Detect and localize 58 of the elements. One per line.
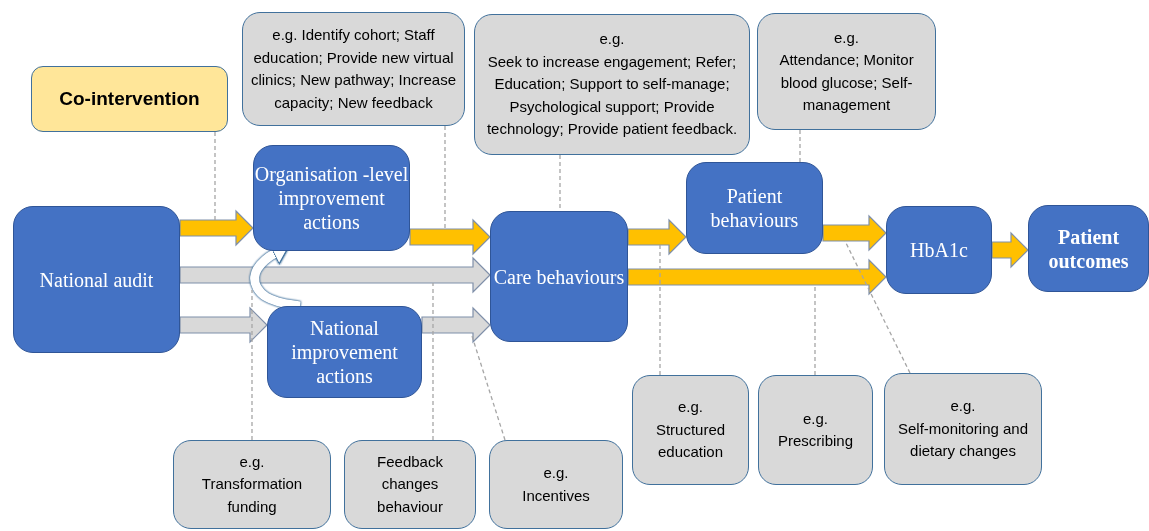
process-box: [267, 306, 422, 398]
node-label: e.g. Identify cohort; Staff education; Provide new virtual clinics; New pathway; Increase capacity; New feedback: [249, 25, 458, 113]
node-label: Structured education: [654, 419, 727, 463]
node-label: Patient behaviours: [709, 184, 800, 232]
node-label: Prescribing: [778, 431, 853, 451]
node-label: e.g.: [239, 451, 265, 472]
process-box: [1028, 205, 1149, 292]
node-label: Organisation -level improvement actions: [254, 162, 409, 234]
node-label: Self-monitoring and dietary changes: [896, 418, 1030, 462]
example-note: [758, 375, 873, 485]
example-note: [757, 13, 936, 130]
block-arrow: [179, 306, 268, 344]
leader-line: [799, 129, 801, 163]
node-label: Care behaviours: [493, 264, 625, 289]
highlight-box: [31, 66, 228, 132]
example-note: [632, 375, 749, 485]
leader-line: [251, 289, 253, 441]
leader-line: [444, 125, 446, 230]
block-arrow: [421, 306, 491, 344]
block-arrow: [822, 214, 887, 252]
process-box: [686, 162, 823, 254]
block-arrow: [627, 218, 687, 256]
node-label: Incentives: [522, 485, 590, 506]
node-label: Patient outcomes: [1047, 224, 1130, 273]
node-label: e.g.: [599, 29, 625, 50]
node-label: Attendance; Monitor blood glucose; Self-management: [778, 50, 915, 115]
example-note: [884, 373, 1042, 485]
node-label: e.g.: [834, 27, 859, 48]
example-note: [489, 440, 623, 529]
example-note: [242, 12, 465, 126]
node-label: e.g.: [803, 408, 828, 429]
leader-line: [471, 335, 506, 441]
leader-line: [814, 284, 816, 376]
example-note: [474, 14, 750, 155]
block-arrow: [179, 256, 491, 294]
leader-line: [214, 131, 216, 221]
example-note: [173, 440, 331, 529]
process-box: [13, 206, 180, 353]
node-label: e.g.: [543, 463, 569, 483]
leader-line: [432, 282, 434, 441]
node-label: e.g.: [678, 397, 703, 418]
process-box: [886, 206, 992, 294]
node-label: HbA1c: [910, 238, 968, 262]
block-arrow: [991, 231, 1029, 269]
node-label: Co-intervention: [59, 88, 200, 110]
node-label: Seek to increase engagement; Refer; Education; Support to self-manage; Psychological support; Provide technology; Provide patient feedback.: [485, 51, 739, 140]
block-arrow: [179, 209, 254, 247]
node-label: National improvement actions: [290, 316, 399, 388]
block-arrow: [627, 258, 887, 296]
node-label: National audit: [39, 267, 154, 292]
leader-line: [659, 244, 661, 376]
block-arrow: [409, 218, 491, 256]
example-note: [344, 440, 476, 529]
node-label: e.g.: [950, 396, 976, 417]
node-label: Transformation funding: [200, 474, 304, 517]
process-box: [490, 211, 628, 342]
node-label: Feedback changes behaviour: [376, 451, 444, 517]
process-box: [253, 145, 410, 251]
